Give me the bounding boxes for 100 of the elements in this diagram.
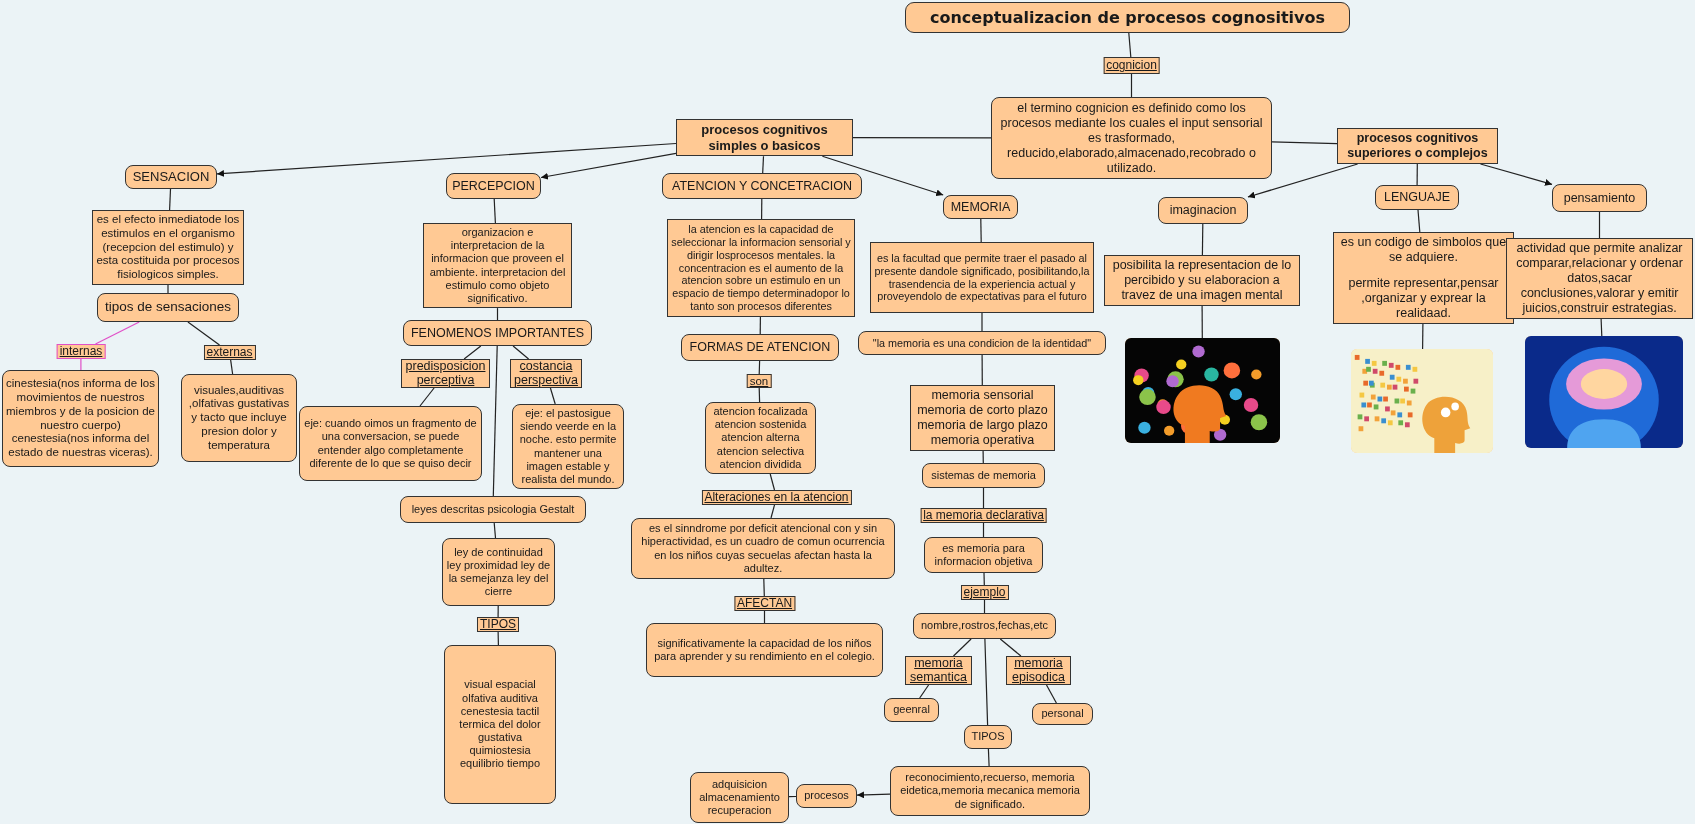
definition-text: la atencion es la capacidad de seleccionar la informacion sensorial y dirigir losprocesos mentales. la concentracion es el aumento de la atencion sobre un estimulo en un espacio de tiempo determinadopor lo tanto son procesos diferentes [671,222,851,314]
concept-box [442,538,555,606]
connector-line [493,522,497,539]
category-text: procesos cognitivos simples o basicos [700,122,829,154]
connector-line [1422,323,1424,350]
connector-line [1416,163,1418,186]
connector-line [983,572,985,586]
connector-line [1271,141,1338,145]
concept-text: personal [1041,707,1084,721]
connector-line [169,188,172,211]
linking-word: memoria episodica [1011,657,1066,684]
concept-text: "la memoria es una condicion de la identidad" [872,336,1092,350]
concept-text: reconocimiento,recuerso, memoria eidetica,memoria mecanica memoria de significado. [899,771,1081,811]
concept-box [1375,185,1459,210]
arrow [821,155,944,197]
definition-text: es un codigo de simbolos que se adquiere. [1339,235,1508,265]
connector-line [999,638,1022,657]
concept-text: atencion focalizada atencion sostenida atencion alterna atencion selectiva atencion dividida [712,405,809,471]
concept-box [690,772,789,823]
concept-box [446,173,541,199]
connector-line [80,358,82,371]
linking-word: costancia perspectiva [513,360,579,387]
concept-text: significativamente la capacidad de los niños para aprender y su rendimiento en el colegio. [653,636,876,664]
concept-box [890,766,1090,816]
concept-box [964,725,1012,749]
connector-line [982,487,985,509]
arrow [540,152,677,180]
linking-word: ejemplo [963,586,1006,599]
connector-line [492,345,498,497]
connector-line [94,321,140,345]
concept-text: es el sinndrome por deficit atencional con y sin hiperactividad, es un cuadro de comun ocurrencia en los niños cuyas secuelas afectan hasta la adultez. [640,522,886,575]
category-box [1337,128,1498,164]
concept-box [924,537,1043,573]
connector-line [1598,211,1601,239]
concept-box [796,784,857,808]
concept-text: el termino cognicion es definido como los procesos mediante los cuales el input sensorial es trasformado, reducido,elaborado,almacenado,recobrado o utilizado. [999,100,1264,176]
concept-text: visual espacial olfativa auditiva cenestesia tactil termica del dolor gustativa quimiostesia equilibrio tiempo [458,678,542,771]
linking-word-box [1006,656,1071,685]
connector-line [982,450,984,464]
definition-box [1104,255,1300,306]
concept-text: eje: cuando oimos un fragmento de una conversacion, se puede entender algo completamente diferente de lo que se quiso decir [303,417,478,470]
concept-box [512,404,624,490]
title-text: conceptualizacion de procesos cognositivos [929,7,1325,28]
connector-line [981,312,983,332]
concept-text: nombre,rostros,fechas,etc [920,619,1049,633]
concept-text: MEMORIA [950,199,1011,215]
definition-text: es la facultad que permite traer el pasado al presente dandole significado, posibilitando,la trasendencia de la experiencia actual y proveyendolo de expectativas para el futuro [874,251,1090,304]
concept-text: PERCEPCION [452,178,535,194]
connector-line [987,748,990,767]
connector-line [419,387,435,407]
linking-word: Alteraciones en la atencion [704,491,849,504]
concept-text: pensamiento [1563,190,1636,206]
linking-word: la memoria declarativa [923,509,1044,522]
concept-box [631,518,895,579]
concept-box [646,623,883,677]
concept-box [444,645,556,804]
linking-word: cognicion [1106,59,1157,72]
connector-line [512,345,530,360]
concept-box [1032,703,1093,725]
connector-line [167,284,169,294]
connector-line [980,218,982,243]
linking-word: internas [59,345,103,358]
connector-line [1130,73,1133,98]
concept-text: sistemas de memoria [931,468,1036,483]
concept-text: SENSACION [132,169,210,185]
concept-text: leyes descritas psicologia Gestalt [411,502,575,517]
definition-text: permite representar,pensar ,organizar y exprear la realidaad. [1347,276,1500,321]
connector-line [187,321,221,346]
concept-box [913,613,1056,639]
definition-text: organizacion e interpretacion de la informacion que proveen el ambiente. interpretacion del estimulo como objeto significativo. [428,226,567,306]
concept-text: es memoria para informacion objetiva [933,541,1034,569]
concept-box [2,370,159,467]
connector-line [1201,223,1204,256]
connector-line [1201,305,1203,339]
concept-box [705,402,816,474]
concept-text: geenral [893,703,930,717]
title-box [905,2,1350,33]
concept-text: ley de continuidad ley proximidad ley de la semejanza ley del cierre [446,545,551,599]
concept-box [1552,184,1647,212]
linking-word: TIPOS [480,618,516,631]
concept-text: FENOMENOS IMPORTANTES [410,325,585,341]
concept-box [662,173,862,199]
concept-text: procesos [804,789,849,803]
connector-line [1600,318,1603,337]
connector-line [549,387,556,405]
concept-box [1158,197,1248,224]
concept-box [97,293,239,322]
concept-text: eje: el pastosigue siendo veerde en la noche. esto permite mantener una imagen estable y realista del mundo. [518,407,618,487]
connector-line [762,155,765,174]
concept-box [403,320,592,346]
connector-line [770,504,776,519]
concept-box [858,331,1106,355]
arrow [1479,163,1553,186]
connector-line [952,638,972,657]
definition-text: actividad que permite analizar comparar,relacionar y ordenar datos,sacar conclusiones,valorar y emitir juicios,construir estrategias. [1515,241,1684,316]
arrow [216,142,677,177]
connector-line [497,631,499,646]
concept-text: imaginacion [1169,203,1237,218]
definition-box [870,242,1094,313]
concept-box [681,334,839,361]
